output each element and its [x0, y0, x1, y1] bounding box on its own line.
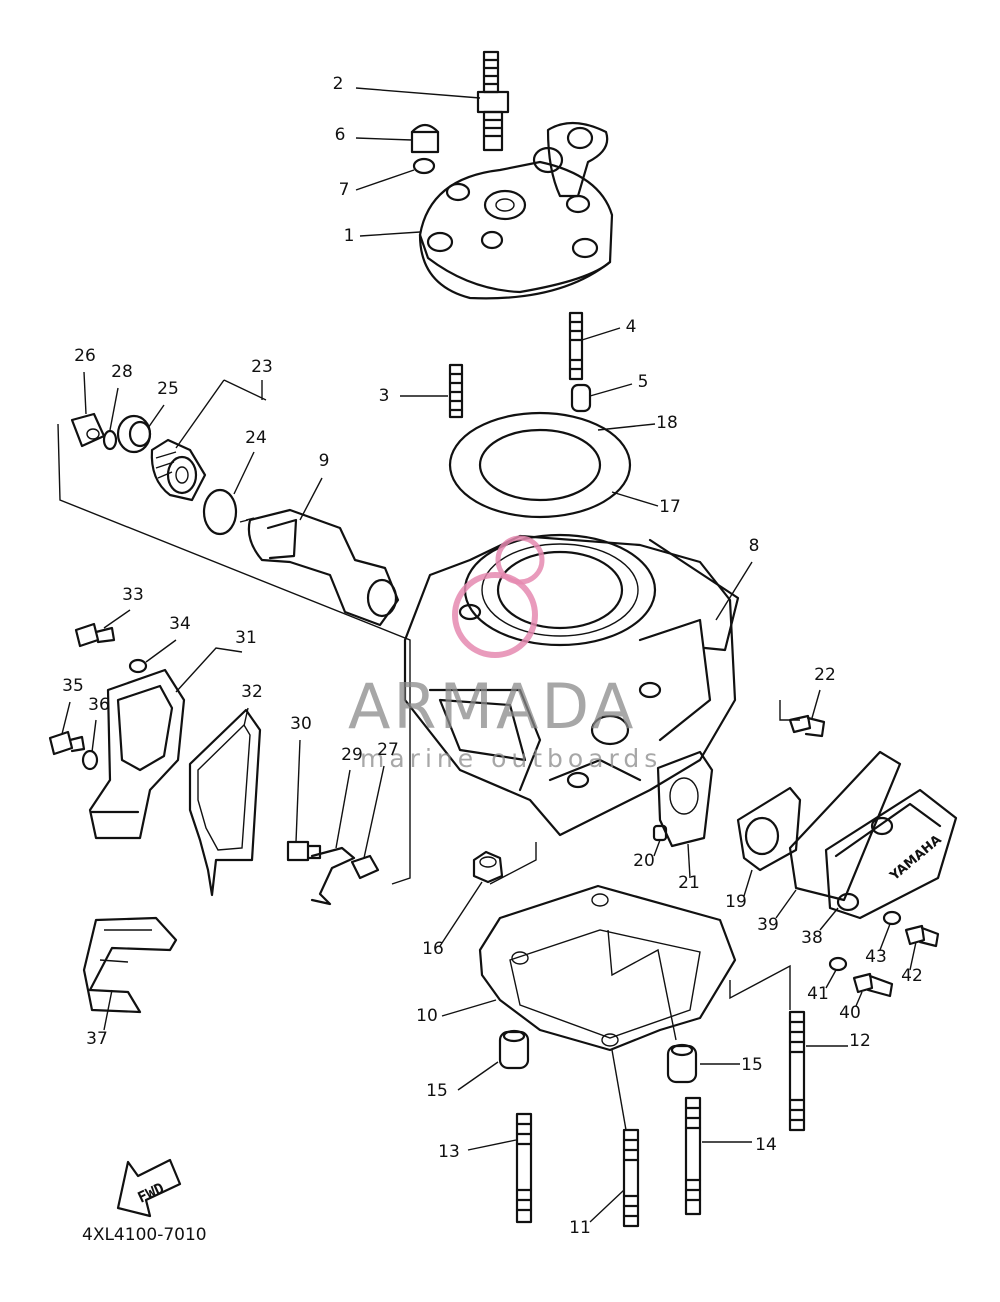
- callout-18: 18: [656, 413, 678, 433]
- spark-plug: [476, 50, 510, 152]
- bolt-42: [904, 924, 940, 948]
- watermark-title: ARMADA: [348, 670, 636, 743]
- callout-15: 15: [426, 1081, 448, 1101]
- exhaust-valve-9: [239, 508, 400, 627]
- bolt-40: [852, 972, 894, 998]
- bolt-33: [74, 622, 116, 648]
- callout-16: 16: [422, 939, 444, 959]
- valve-housing-19: [736, 786, 802, 872]
- callout-24: 24: [245, 428, 267, 448]
- watermark-accent-ring: [452, 572, 538, 658]
- gasket-39: [788, 750, 902, 902]
- washer-34: [128, 658, 148, 674]
- cover-brand-text: YAMAHA: [887, 832, 945, 884]
- callout-17: 17: [659, 497, 681, 517]
- bearing-25: [116, 414, 152, 454]
- dowel-15-right: [666, 1043, 698, 1084]
- holder-37: [82, 916, 178, 1014]
- leader-lines: [57, 87, 917, 1223]
- washer-43: [882, 910, 902, 926]
- callout-3: 3: [379, 386, 390, 406]
- cylinder-head: [418, 121, 614, 300]
- bolt-35: [48, 730, 86, 756]
- callout-13: 13: [438, 1142, 460, 1162]
- washer-41: [828, 956, 848, 972]
- dowel-pin-5: [570, 383, 592, 413]
- callout-37: 37: [86, 1029, 108, 1049]
- collar-27: [350, 854, 380, 880]
- washer: [412, 157, 436, 175]
- callout-39: 39: [757, 915, 779, 935]
- callout-38: 38: [801, 928, 823, 948]
- washer-36: [81, 749, 99, 771]
- diagram-code: 4XL4100-7010: [82, 1225, 207, 1245]
- callout-25: 25: [157, 379, 179, 399]
- callout-4: 4: [626, 317, 637, 337]
- callout-11: 11: [569, 1218, 591, 1238]
- watermark-subtitle: marine outboards: [360, 744, 662, 773]
- callout-12: 12: [849, 1031, 871, 1051]
- o-ring-24: [202, 488, 238, 536]
- callout-26: 26: [74, 346, 96, 366]
- stud-12: [788, 1010, 806, 1132]
- callout-31: 31: [235, 628, 257, 648]
- valve-holder-23: [150, 438, 207, 502]
- cover-31: [88, 668, 186, 840]
- callout-22: 22: [814, 665, 836, 685]
- bolt-22: [788, 714, 826, 738]
- callout-19: 19: [725, 892, 747, 912]
- base-gasket-10: [478, 884, 737, 1052]
- stud-bolt-3: [448, 363, 464, 419]
- callout-23: 23: [251, 357, 273, 377]
- stud-13: [515, 1112, 533, 1224]
- gasket-32: [188, 708, 262, 897]
- o-ring-28: [102, 429, 118, 451]
- cap-nut: [410, 123, 440, 154]
- callout-36: 36: [88, 695, 110, 715]
- callout-21: 21: [678, 873, 700, 893]
- callout-27: 27: [377, 740, 399, 760]
- callout-5: 5: [638, 372, 649, 392]
- bolt-30: [286, 840, 322, 862]
- callout-40: 40: [839, 1003, 861, 1023]
- callout-20: 20: [633, 851, 655, 871]
- callout-33: 33: [122, 585, 144, 605]
- callout-41: 41: [807, 984, 829, 1004]
- nut-16: [472, 850, 504, 884]
- stud-bolt-4: [568, 311, 584, 381]
- stud-11: [622, 1128, 640, 1228]
- callout-28: 28: [111, 362, 133, 382]
- callout-1: 1: [344, 226, 355, 246]
- callout-2: 2: [333, 74, 344, 94]
- callout-34: 34: [169, 614, 191, 634]
- head-gasket: [448, 411, 632, 519]
- callout-35: 35: [62, 676, 84, 696]
- callout-7: 7: [339, 180, 350, 200]
- callout-9: 9: [319, 451, 330, 471]
- callout-43: 43: [865, 947, 887, 967]
- callout-6: 6: [335, 125, 346, 145]
- callout-8: 8: [749, 536, 760, 556]
- dowel-15-left: [498, 1029, 530, 1070]
- callout-42: 42: [901, 966, 923, 986]
- callout-32: 32: [241, 682, 263, 702]
- stud-14: [684, 1096, 702, 1216]
- watermark: ARMADA marine outboards: [348, 535, 662, 773]
- collar-26: [70, 412, 106, 448]
- callout-10: 10: [416, 1006, 438, 1026]
- callout-29: 29: [341, 745, 363, 765]
- fwd-label: FWD: [135, 1179, 167, 1207]
- callout-15: 15: [741, 1055, 763, 1075]
- gasket-21: [656, 750, 714, 848]
- fwd-arrow: FWD: [116, 1158, 182, 1218]
- callout-14: 14: [755, 1135, 777, 1155]
- callout-30: 30: [290, 714, 312, 734]
- clip-29: [310, 846, 356, 906]
